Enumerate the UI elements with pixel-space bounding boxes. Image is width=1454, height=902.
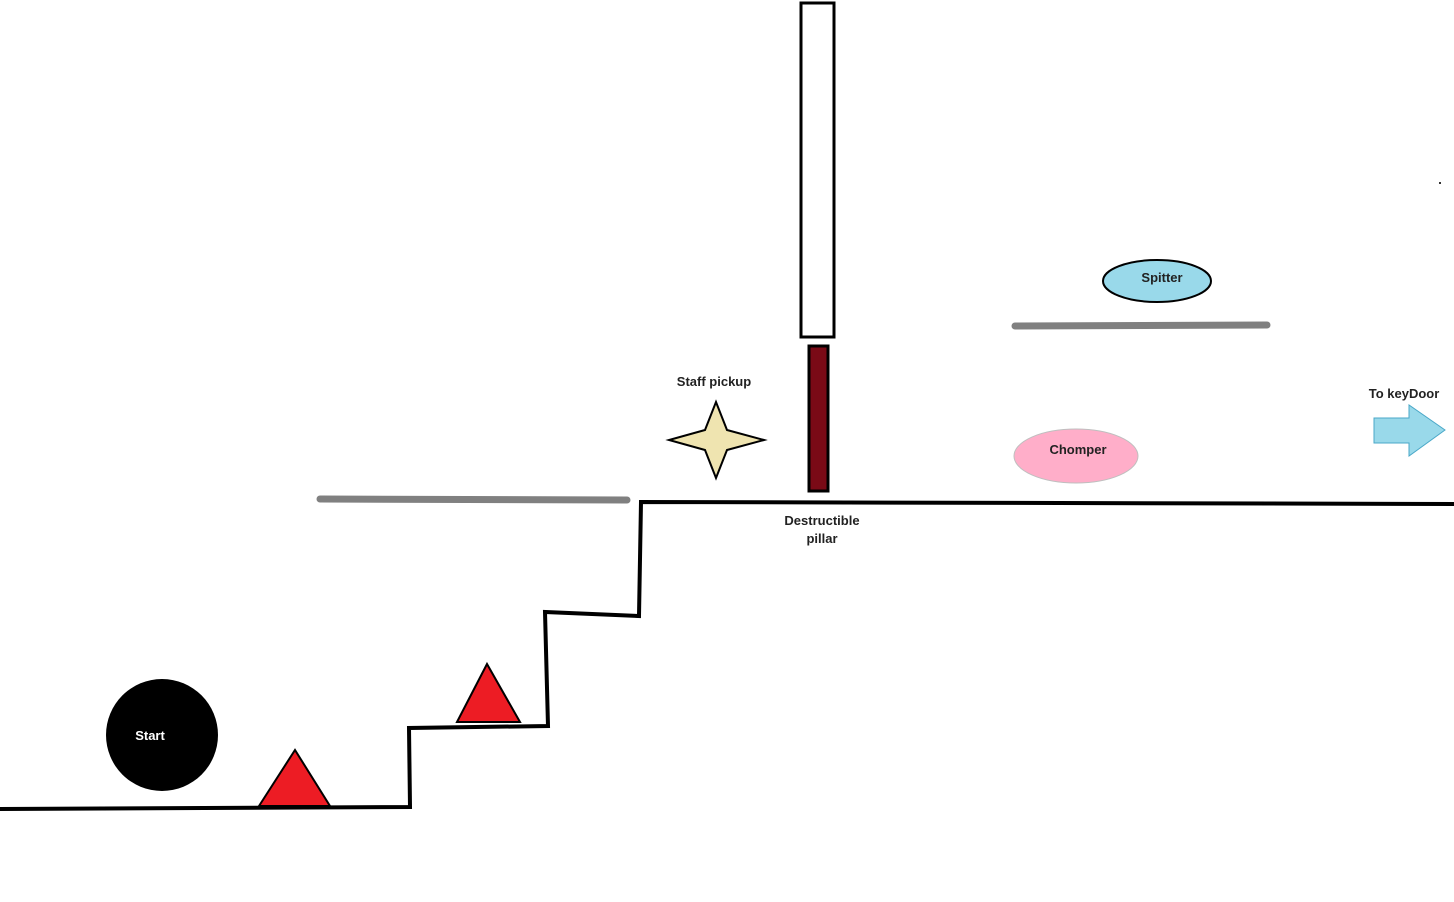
destructible-pillar — [807, 344, 830, 493]
spitter-label: Spitter — [1141, 270, 1182, 285]
pillar-top — [799, 1, 836, 339]
to-key-door-label: To keyDoor — [1369, 386, 1440, 401]
right-arrow-icon — [1373, 404, 1446, 457]
spike-icon — [257, 748, 332, 807]
staff-star-icon — [665, 399, 768, 481]
platform-left — [316, 495, 631, 504]
staff-pickup-label: Staff pickup — [677, 374, 751, 389]
spike-icon — [455, 661, 522, 723]
spitter-enemy — [1102, 259, 1212, 303]
start-circle — [106, 679, 218, 791]
destructible-pillar-label-line1: Destructible — [784, 513, 859, 528]
platform-right — [1011, 321, 1271, 330]
stray-dot — [1439, 182, 1441, 184]
chomper-label: Chomper — [1049, 442, 1106, 457]
start-label: Start — [135, 728, 165, 743]
ground-line — [0, 499, 1454, 811]
destructible-pillar-label-line2: pillar — [806, 531, 837, 546]
chomper-enemy — [1013, 428, 1139, 484]
